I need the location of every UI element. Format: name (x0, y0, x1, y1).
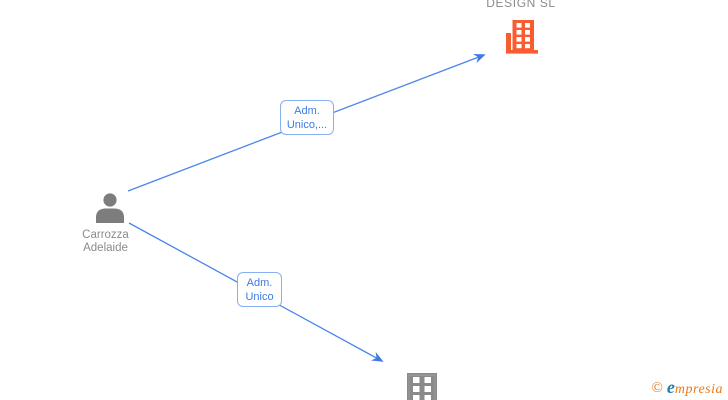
node-label-person[interactable]: Carrozza Adelaide (60, 229, 151, 255)
brand-name-rest: mpresia (674, 382, 723, 397)
brand-initial: e (666, 377, 675, 397)
person-icon[interactable] (93, 192, 127, 228)
edge-label-adm-unico-bottom[interactable]: Adm. Unico (237, 272, 282, 307)
edge-label-line: Adm. (246, 276, 273, 289)
edge-label-line: Adm. (294, 104, 320, 117)
person-name-line1: Carrozza (82, 229, 129, 241)
copyright-icon: © (651, 380, 663, 396)
edge-label-line: Unico (245, 290, 274, 303)
empresia-logo: ©empresia (652, 377, 724, 398)
edge-label-line: Unico,... (286, 118, 328, 131)
building-icon[interactable] (506, 20, 538, 59)
edge-label-adm-unico-top[interactable]: Adm. Unico,... (280, 100, 334, 135)
person-name-line2: Adelaide (83, 242, 128, 254)
building-icon[interactable] (407, 373, 437, 400)
node-label-company-top[interactable]: DESIGN SL (486, 0, 556, 10)
